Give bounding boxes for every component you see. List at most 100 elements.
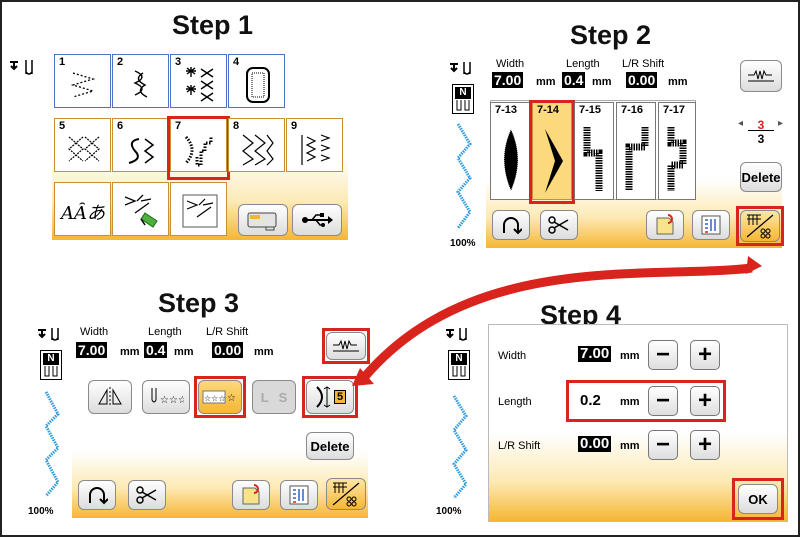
shift-label: L/R Shift <box>206 326 249 338</box>
ok-button[interactable]: OK <box>738 484 778 514</box>
reverse-stitch-button[interactable] <box>78 480 116 510</box>
step1-title: Step 1 <box>172 10 254 40</box>
shift-label: L/R Shift <box>498 440 541 452</box>
stitch-number: 7-15 <box>579 104 602 116</box>
category-tile-1[interactable]: 1 <box>54 54 111 108</box>
needle-position-icon <box>8 58 42 78</box>
width-value: 7.00 <box>492 72 524 88</box>
length-plus-button[interactable]: + <box>690 386 720 416</box>
scissors-button[interactable] <box>128 480 166 510</box>
stitch-setting-button[interactable] <box>740 60 782 92</box>
needle-position-icon <box>448 60 476 78</box>
stitch-preview <box>40 388 64 500</box>
stitch-7-16[interactable]: 7-16 <box>616 102 656 200</box>
tile-number: 8 <box>233 120 240 132</box>
l-label: L <box>260 389 269 405</box>
page-next-icon[interactable]: ▸ <box>778 118 784 129</box>
presser-foot-icon: N <box>40 350 62 380</box>
shift-value: 0.00 <box>212 342 244 358</box>
saved-pattern-tile[interactable] <box>170 182 227 236</box>
category-tile-5[interactable]: 5 <box>54 118 111 172</box>
category-tile-7[interactable]: 7 <box>170 118 227 172</box>
tile-number: 7 <box>175 120 182 132</box>
stitch-setting-highlight <box>322 328 370 364</box>
length-unit: mm <box>174 346 194 358</box>
pattern-list-button[interactable] <box>692 210 730 240</box>
character-tile[interactable]: AȂあ <box>54 182 111 236</box>
delete-button[interactable]: Delete <box>740 162 782 192</box>
svg-text:☆☆☆: ☆☆☆ <box>160 395 184 406</box>
delete-button[interactable]: Delete <box>306 432 354 460</box>
category-tile-6[interactable]: 6 <box>112 118 169 172</box>
shift-unit: mm <box>620 440 640 452</box>
shift-unit: mm <box>254 346 274 358</box>
presser-foot-icon: N <box>452 84 474 114</box>
width-unit: mm <box>620 350 640 362</box>
page-prev-icon[interactable]: ◂ <box>738 118 744 129</box>
shift-minus-button[interactable]: − <box>648 430 678 460</box>
embroidery-edit-tile[interactable] <box>112 182 169 236</box>
scissors-button[interactable] <box>540 210 578 240</box>
stitch-number: 7-17 <box>663 104 686 116</box>
category-tile-2[interactable]: 2 <box>112 54 169 108</box>
stitch-7-15[interactable]: 7-15 <box>574 102 614 200</box>
zoom-level: 100% <box>436 506 462 517</box>
length-value: 0.4 <box>144 342 168 358</box>
tile-number: 2 <box>117 56 124 68</box>
zoom-level: 100% <box>28 506 54 517</box>
presser-foot-letter: N <box>43 353 59 365</box>
stitch-setting-button[interactable] <box>326 332 366 360</box>
memory-button[interactable] <box>646 210 684 240</box>
pattern-list-button[interactable] <box>280 480 318 510</box>
length-unit: mm <box>592 76 612 88</box>
length-label: Length <box>566 58 600 70</box>
width-plus-button[interactable]: + <box>690 340 720 370</box>
zoom-level: 100% <box>450 238 476 249</box>
tile-number: 6 <box>117 120 124 132</box>
stitch-preview <box>452 120 476 232</box>
width-minus-button[interactable]: − <box>648 340 678 370</box>
width-value: 7.00 <box>578 345 612 362</box>
page-indicator: 3 <box>746 118 776 132</box>
svg-text:☆☆☆: ☆☆☆ <box>204 394 226 403</box>
needle-position-icon <box>444 326 472 344</box>
category-tile-9[interactable]: 9 <box>286 118 343 172</box>
density-value: 5 <box>333 390 347 404</box>
ls-button[interactable]: L S <box>252 380 296 414</box>
length-unit: mm <box>620 396 640 408</box>
step2-title: Step 2 <box>570 20 652 50</box>
usb-button[interactable] <box>292 204 342 236</box>
width-label: Width <box>496 58 525 70</box>
category-tile-8[interactable]: 8 <box>228 118 285 172</box>
category-tile-4[interactable]: 4 <box>228 54 285 108</box>
character-tile-label: AȂあ <box>61 203 105 224</box>
category-tile-3[interactable]: 3 <box>170 54 227 108</box>
pattern-density-button[interactable]: ☆☆☆☆ <box>198 380 242 414</box>
memory-button[interactable] <box>232 480 270 510</box>
shift-value: 0.00 <box>626 72 658 88</box>
length-minus-button[interactable]: − <box>648 386 678 416</box>
mirror-button[interactable] <box>88 380 132 414</box>
presser-foot-icon: N <box>448 350 470 380</box>
stitch-7-14[interactable]: 7-14 <box>532 102 572 200</box>
stitch-7-17[interactable]: 7-17 <box>658 102 696 200</box>
tile-number: 5 <box>59 120 66 132</box>
density-value-button[interactable]: 5 <box>306 380 354 414</box>
needle-star-button[interactable]: ☆☆☆ <box>142 380 190 414</box>
stitch-edit-button[interactable] <box>326 478 366 510</box>
length-label: Length <box>498 396 532 408</box>
tile-number: 1 <box>59 56 66 68</box>
stitch-number: 7-16 <box>621 104 644 116</box>
shift-plus-button[interactable]: + <box>690 430 720 460</box>
stitch-edit-highlight <box>736 206 784 246</box>
stitch-edit-button[interactable] <box>740 210 780 242</box>
stitch-number: 7-13 <box>495 104 518 116</box>
shift-label: L/R Shift <box>622 58 665 70</box>
machine-memory-button[interactable] <box>238 204 288 236</box>
page-total: 3 <box>757 132 765 146</box>
density-highlight <box>194 376 246 418</box>
shift-unit: mm <box>668 76 688 88</box>
reverse-stitch-button[interactable] <box>492 210 530 240</box>
stitch-7-13[interactable]: 7-13 <box>490 102 530 200</box>
